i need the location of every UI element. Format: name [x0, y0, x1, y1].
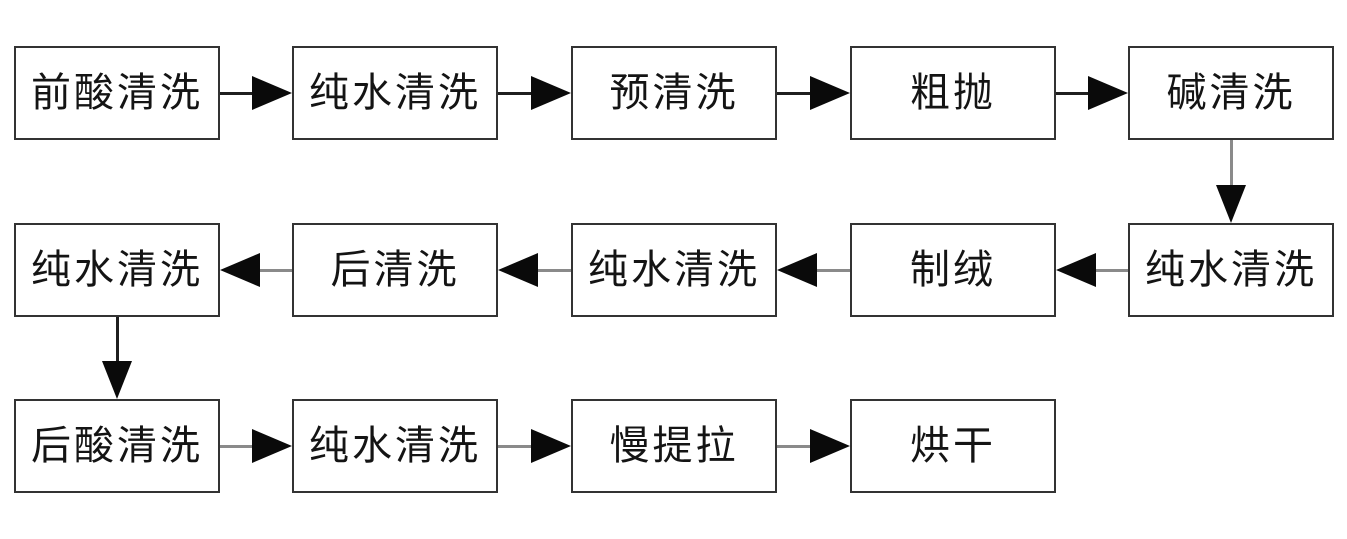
box-r3c1-post-acid-wash: 后酸清洗 [14, 399, 220, 493]
arrow-right-icon [777, 429, 850, 463]
box-r2c5-pure-water-wash: 纯水清洗 [1128, 223, 1334, 317]
box-r2c4-texturing: 制绒 [850, 223, 1056, 317]
box-r2c2-post-wash: 后清洗 [292, 223, 498, 317]
box-label: 粗抛 [910, 70, 996, 115]
box-label: 纯水清洗 [31, 247, 203, 292]
box-r1c3-pre-wash: 预清洗 [571, 46, 777, 140]
arrow-right-icon [498, 76, 571, 110]
box-label: 纯水清洗 [309, 70, 481, 115]
box-r1c4-rough-polish: 粗抛 [850, 46, 1056, 140]
arrow-down-icon [101, 317, 133, 399]
box-r3c2-pure-water-wash: 纯水清洗 [292, 399, 498, 493]
box-label: 纯水清洗 [309, 423, 481, 468]
arrow-right-icon [777, 76, 850, 110]
arrow-left-icon [498, 253, 571, 287]
box-label: 预清洗 [609, 70, 739, 115]
arrow-left-icon [777, 253, 850, 287]
box-r1c2-pure-water-wash: 纯水清洗 [292, 46, 498, 140]
box-r2c3-pure-water-wash: 纯水清洗 [571, 223, 777, 317]
arrow-left-icon [1056, 253, 1128, 287]
box-label: 前酸清洗 [31, 70, 203, 115]
box-label: 烘干 [910, 423, 996, 468]
box-r3c4-drying: 烘干 [850, 399, 1056, 493]
box-r3c3-slow-pull: 慢提拉 [571, 399, 777, 493]
box-r2c1-pure-water-wash: 纯水清洗 [14, 223, 220, 317]
box-r1c1-front-acid-wash: 前酸清洗 [14, 46, 220, 140]
arrow-right-icon [220, 429, 292, 463]
arrow-right-icon [498, 429, 571, 463]
arrow-right-icon [220, 76, 292, 110]
box-label: 慢提拉 [609, 423, 739, 468]
box-label: 后清洗 [330, 247, 460, 292]
box-label: 后酸清洗 [31, 423, 203, 468]
box-label: 纯水清洗 [1145, 247, 1317, 292]
box-label: 碱清洗 [1166, 70, 1296, 115]
arrow-down-icon [1215, 140, 1247, 223]
box-label: 制绒 [910, 247, 996, 292]
arrow-left-icon [220, 253, 292, 287]
box-label: 纯水清洗 [588, 247, 760, 292]
box-r1c5-alkali-wash: 碱清洗 [1128, 46, 1334, 140]
arrow-right-icon [1056, 76, 1128, 110]
